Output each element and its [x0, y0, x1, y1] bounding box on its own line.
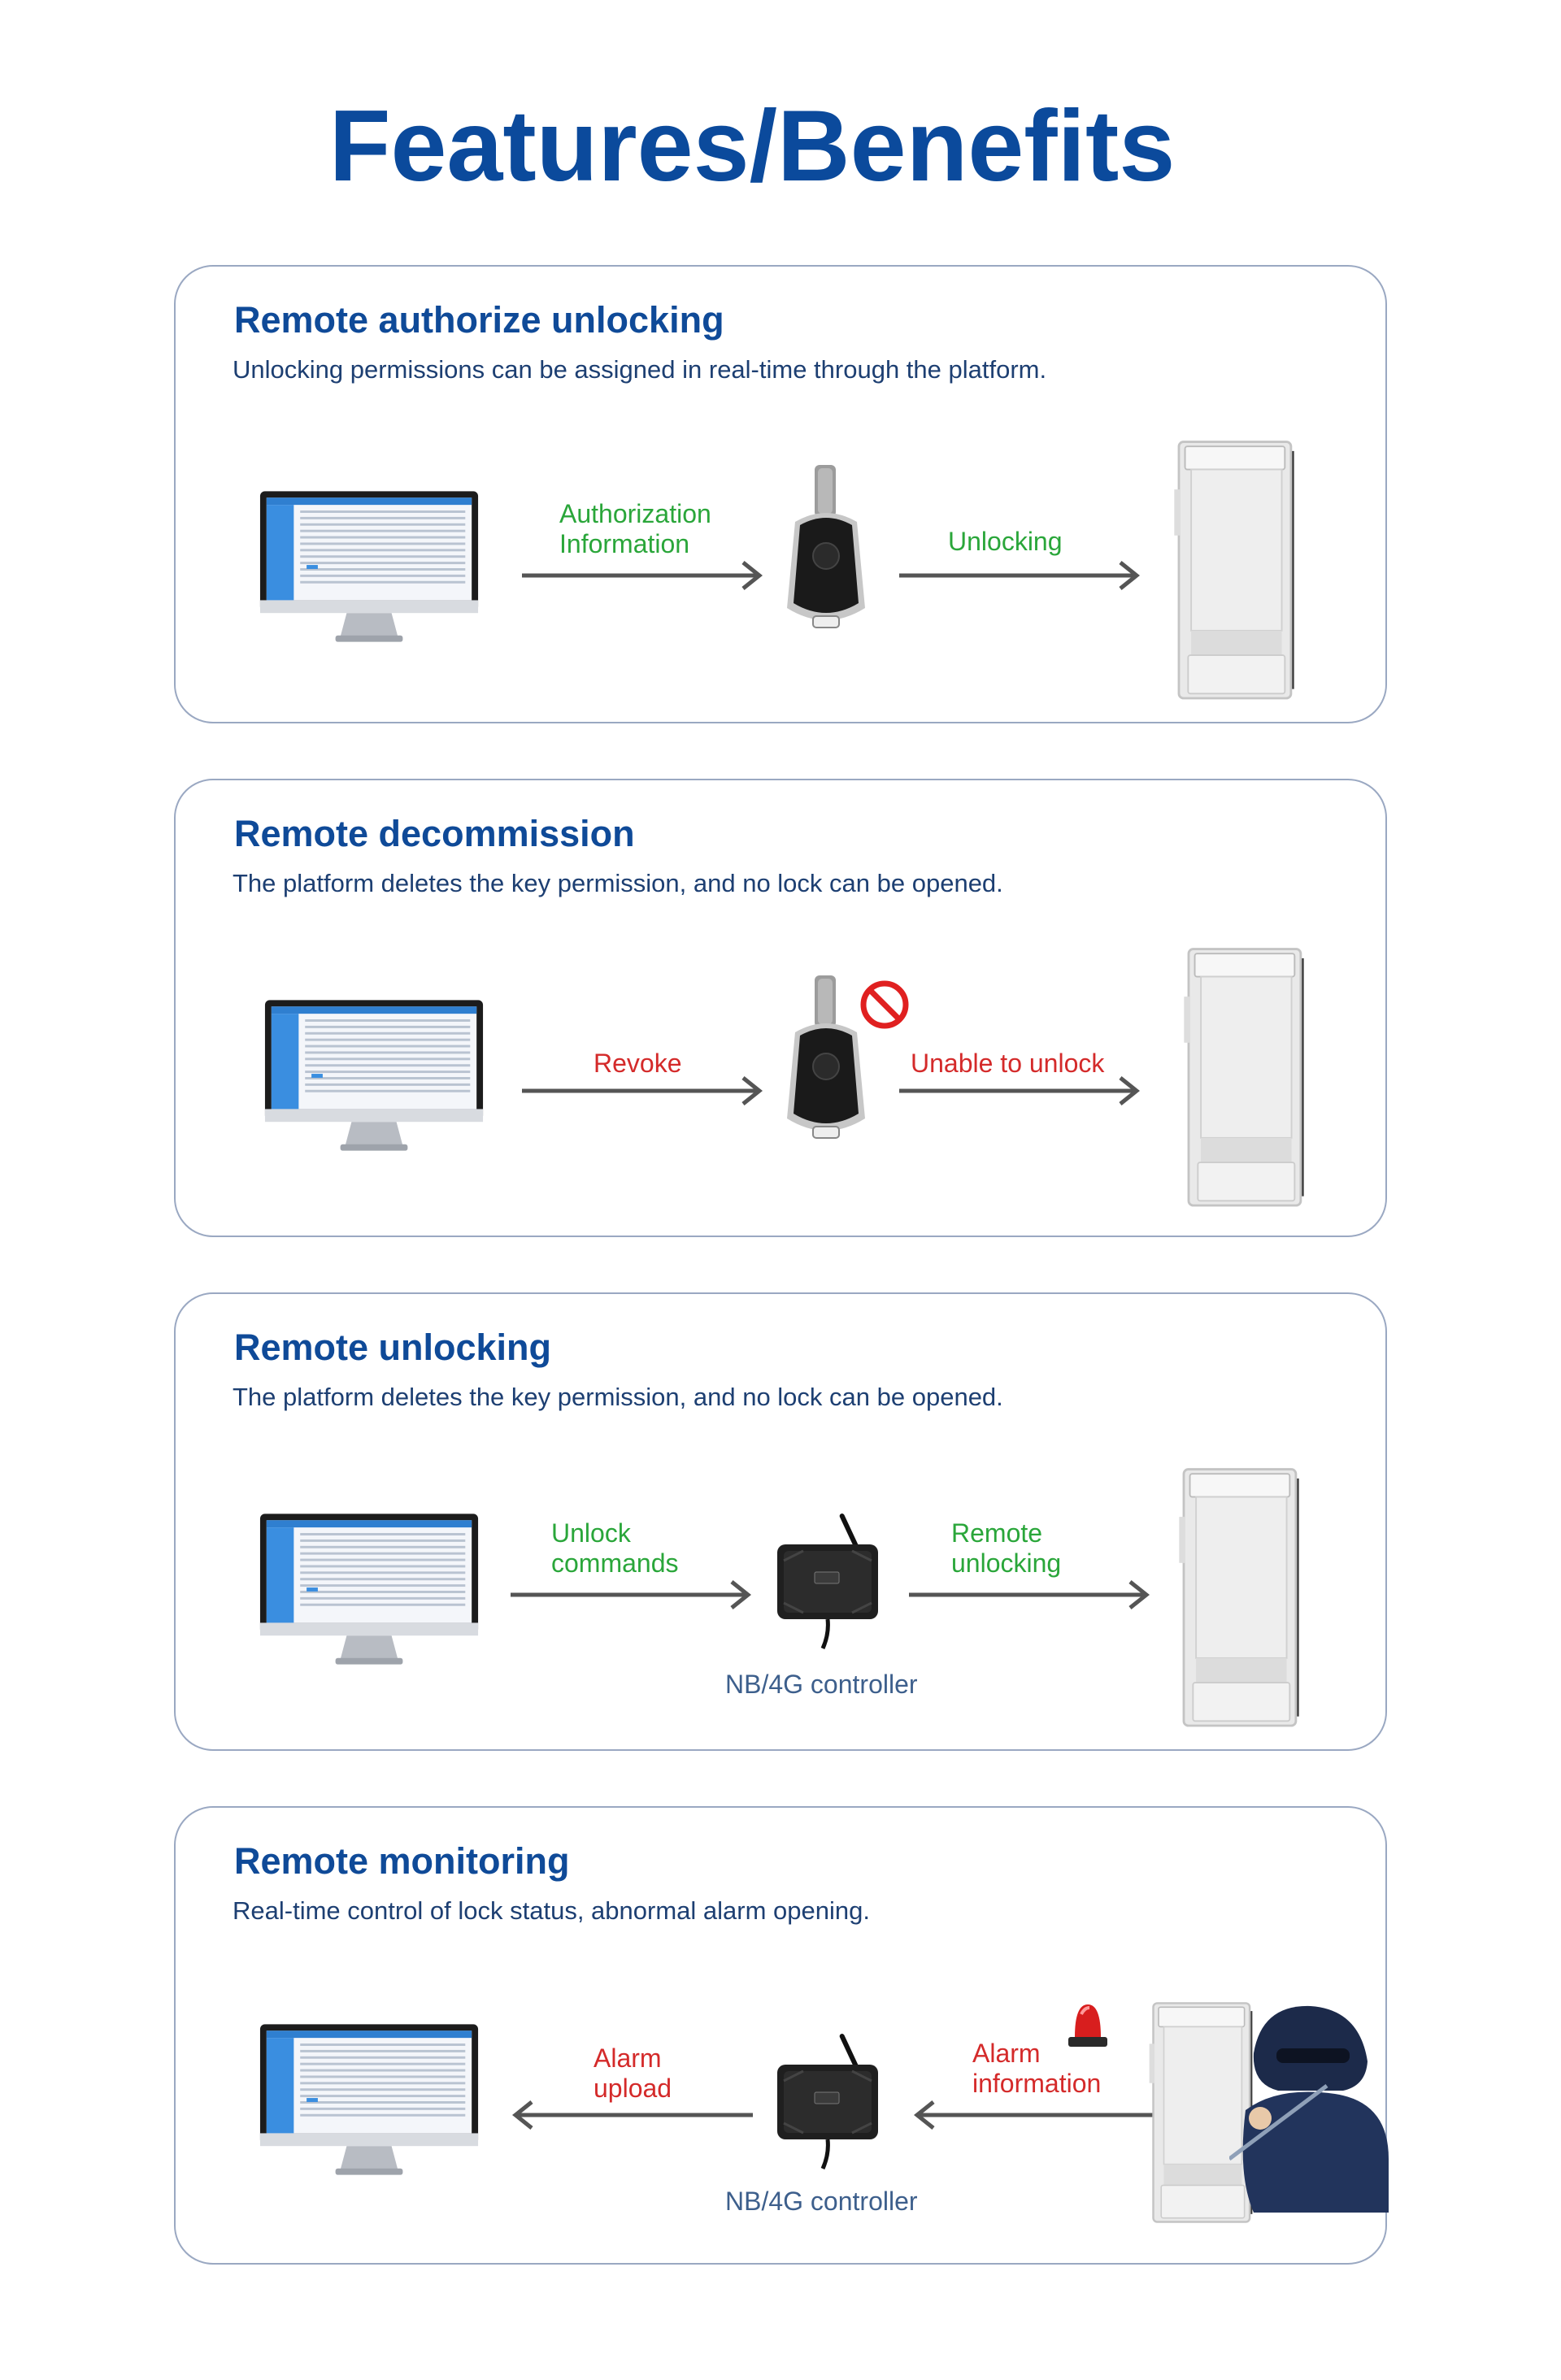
- card-title: Remote decommission: [234, 813, 635, 854]
- monitor-icon: [257, 2021, 481, 2182]
- card-subtitle: Real-time control of lock status, abnorm…: [233, 1896, 870, 1925]
- controller-icon: [763, 1512, 893, 1650]
- revoke-label: Revoke: [594, 1049, 682, 1078]
- key-fob-icon: [777, 465, 875, 644]
- card-title: Remote monitoring: [234, 1840, 570, 1882]
- controller-caption: NB/4G controller: [725, 1670, 918, 1699]
- authorization-information-label: Authorization Information: [559, 499, 711, 558]
- feature-card-remote-monitoring: Remote monitoring Real-time control of l…: [174, 1806, 1389, 2265]
- arrow-right-icon: [899, 559, 1143, 592]
- feature-card-remote-decommission: Remote decommission The platform deletes…: [174, 779, 1387, 1237]
- arrow-right-icon: [909, 1579, 1153, 1611]
- card-subtitle: The platform deletes the key permission,…: [233, 869, 1003, 897]
- monitor-icon: [257, 488, 481, 649]
- alarm-upload-label: Alarm upload: [594, 2043, 672, 2103]
- controller-icon: [763, 2032, 893, 2170]
- lock-panel-icon: [1179, 943, 1309, 1219]
- monitor-icon: [257, 1510, 481, 1671]
- card-subtitle: Unlocking permissions can be assigned in…: [233, 355, 1047, 384]
- prohibited-icon: [859, 979, 911, 1031]
- feature-card-remote-authorize: Remote authorize unlocking Unlocking per…: [174, 265, 1387, 723]
- arrow-right-icon: [899, 1075, 1143, 1107]
- arrow-left-icon: [509, 2099, 753, 2131]
- controller-caption: NB/4G controller: [725, 2187, 918, 2216]
- page-title: Features/Benefits: [328, 90, 1176, 202]
- card-subtitle: The platform deletes the key permission,…: [233, 1383, 1003, 1411]
- monitor-icon: [262, 997, 486, 1157]
- arrow-right-icon: [511, 1579, 754, 1611]
- card-title: Remote authorize unlocking: [234, 299, 724, 341]
- alarm-information-label: Alarm information: [972, 2039, 1102, 2098]
- unlock-commands-label: Unlock commands: [551, 1518, 679, 1578]
- arrow-right-icon: [522, 559, 766, 592]
- intruder-icon: [1229, 1996, 1389, 2213]
- unlocking-label: Unlocking: [948, 527, 1063, 556]
- feature-card-remote-unlocking: Remote unlocking The platform deletes th…: [174, 1292, 1387, 1751]
- unable-to-unlock-label: Unable to unlock: [911, 1049, 1105, 1078]
- lock-panel-icon: [1169, 436, 1299, 712]
- alarm-siren-icon: [1063, 1998, 1112, 2052]
- card-title: Remote unlocking: [234, 1327, 552, 1368]
- arrow-right-icon: [522, 1075, 766, 1107]
- arrow-left-icon: [911, 2099, 1154, 2131]
- remote-unlocking-label: Remote unlocking: [951, 1518, 1062, 1578]
- lock-panel-icon: [1174, 1463, 1304, 1739]
